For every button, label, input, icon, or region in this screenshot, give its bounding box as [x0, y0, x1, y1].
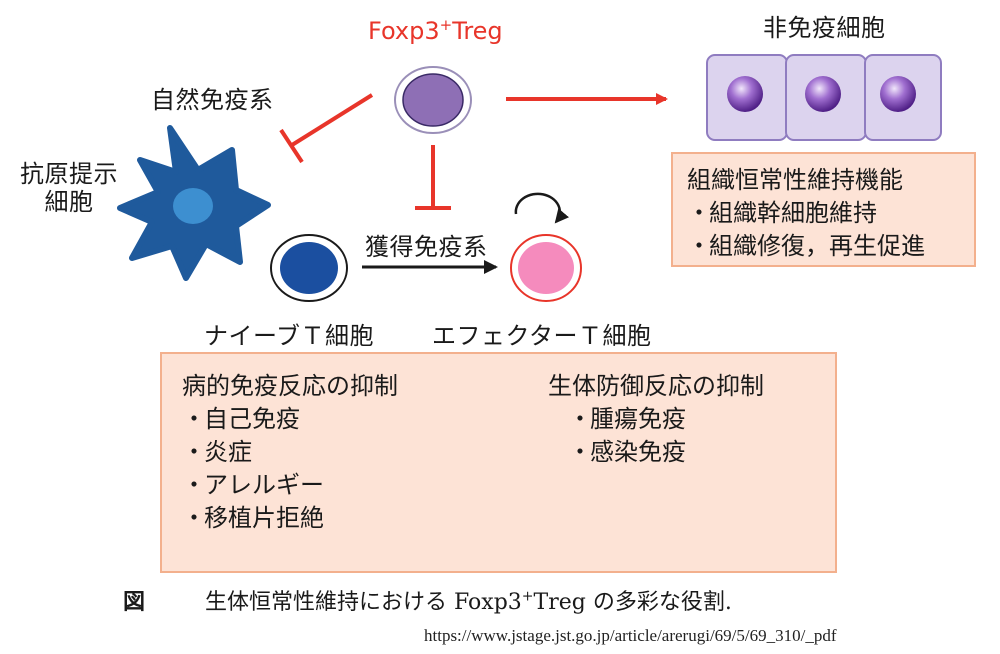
- nonimmune-cell-label: 非免疫細胞: [763, 14, 886, 42]
- defense-item: ・感染免疫: [568, 438, 686, 466]
- defense-item: ・腫瘍免疫: [568, 405, 686, 433]
- naive-t-cell: [270, 234, 348, 302]
- figure-label: 図: [123, 589, 146, 615]
- effector-t-cell: [510, 234, 582, 302]
- acquired-immunity-label: 獲得免疫系: [365, 233, 488, 261]
- inhibit-innate-arrow: [279, 93, 374, 164]
- nonimmune-cells: [706, 54, 942, 141]
- treg-cell: [394, 66, 472, 134]
- pathological-item: ・アレルギー: [182, 471, 324, 499]
- proliferation-arrow: [514, 192, 570, 224]
- defense-column: 生体防御反応の抑制 ・腫瘍免疫 ・感染免疫: [548, 370, 764, 469]
- pathological-column: 病的免疫反応の抑制 ・自己免疫 ・炎症 ・アレルギー ・移植片拒絶: [182, 370, 398, 535]
- tissue-item: ・組織修復，再生促進: [687, 232, 925, 260]
- tissue-item: ・組織幹細胞維持: [687, 199, 877, 227]
- defense-title: 生体防御反応の抑制: [548, 372, 764, 400]
- innate-immunity-label: 自然免疫系: [151, 86, 274, 114]
- inhibit-acquired-arrow: [415, 145, 451, 210]
- pathological-title: 病的免疫反応の抑制: [182, 372, 398, 400]
- figure-caption: 生体恒常性維持における Foxp3+Treg の多彩な役割.: [205, 588, 732, 615]
- source-url: https://www.jstage.jst.go.jp/article/are…: [424, 626, 837, 645]
- apc-nucleus: [173, 188, 213, 224]
- treg-label: Foxp3+Treg: [368, 16, 503, 45]
- pathological-item: ・炎症: [182, 438, 252, 466]
- antigen-presenting-cell: [117, 125, 271, 281]
- pathological-item: ・自己免疫: [182, 405, 300, 433]
- apc-label: 抗原提示 細胞: [20, 160, 118, 216]
- tissue-homeostasis-box: 組織恒常性維持機能 ・組織幹細胞維持 ・組織修復，再生促進: [671, 152, 976, 267]
- effector-t-cell-label: エフェクターＴ細胞: [432, 322, 652, 350]
- suppression-box: 病的免疫反応の抑制 ・自己免疫 ・炎症 ・アレルギー ・移植片拒絶 生体防御反応…: [160, 352, 837, 573]
- pathological-item: ・移植片拒絶: [182, 504, 324, 532]
- tissue-box-title: 組織恒常性維持機能: [687, 166, 903, 194]
- naive-t-cell-label: ナイーブＴ細胞: [204, 322, 375, 350]
